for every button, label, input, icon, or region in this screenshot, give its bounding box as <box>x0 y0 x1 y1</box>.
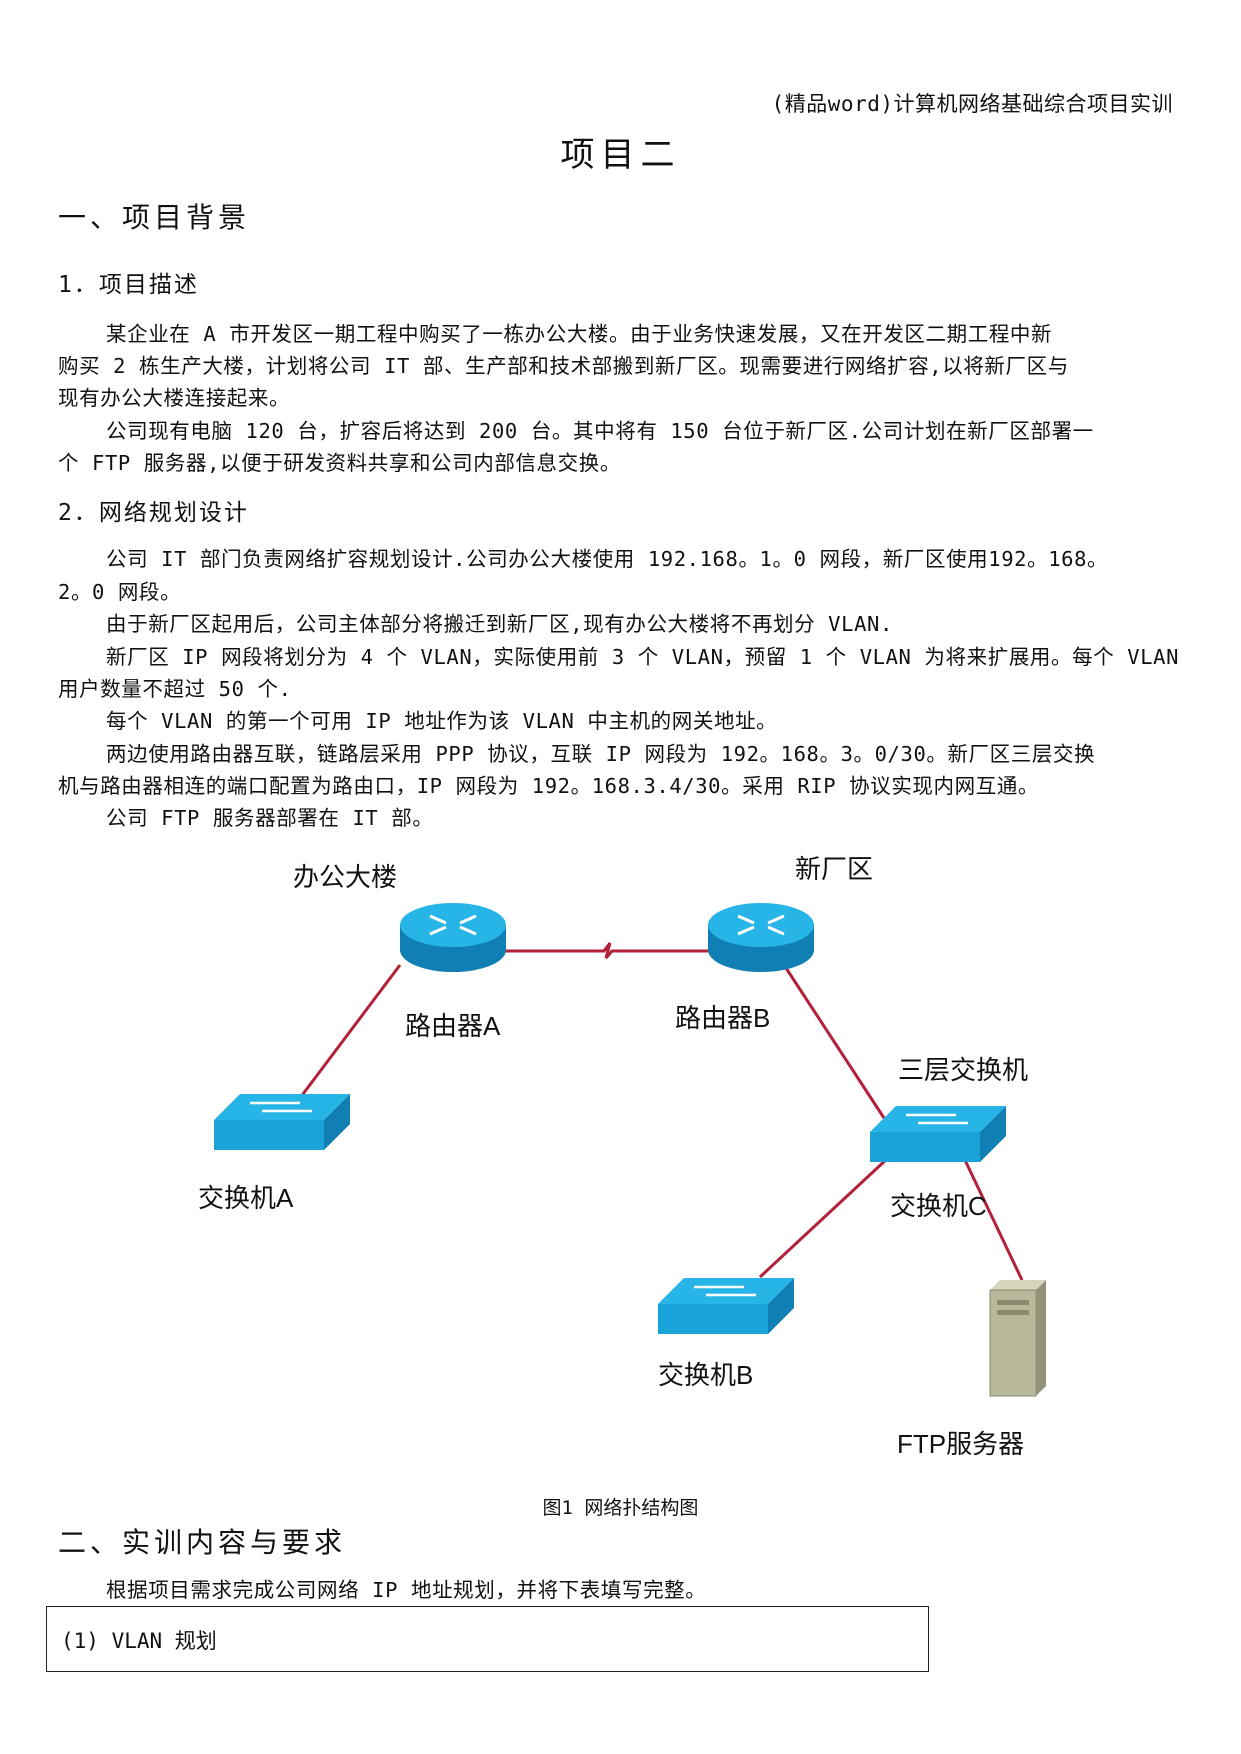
paragraph-line: 每个 VLAN 的第一个可用 IP 地址作为该 VLAN 中主机的网关地址。 <box>106 709 778 733</box>
label-switch-b: 交换机B <box>658 1360 754 1390</box>
paragraph-line: 新厂区 IP 网段将划分为 4 个 VLAN，实际使用前 3 个 VLAN，预留… <box>106 645 1180 669</box>
paragraph-line: 2。0 网段。 <box>58 580 182 604</box>
paragraph-line: 由于新厂区起用后，公司主体部分将搬迁到新厂区,现有办公大楼将不再划分 VLAN. <box>106 612 893 636</box>
section1-heading: 一、项目背景 <box>58 201 251 234</box>
serial-link-routers <box>503 942 710 959</box>
label-new-area: 新厂区 <box>795 854 874 884</box>
paragraph-line: 根据项目需求完成公司网络 IP 地址规划，并将下表填写完整。 <box>106 1578 707 1602</box>
subsection-1-heading: 1．项目描述 <box>58 272 199 298</box>
paragraph-line: 机与路由器相连的端口配置为路由口，IP 网段为 192。168.3.4/30。采… <box>58 774 1040 798</box>
l3-switch-icon <box>870 1106 1006 1162</box>
label-office-building: 办公大楼 <box>293 862 398 892</box>
vlan-plan-label: (1) VLAN 规划 <box>61 1629 217 1653</box>
router-b-icon <box>708 903 814 972</box>
label-switch-a: 交换机A <box>198 1183 294 1213</box>
page-title: 项目二 <box>560 135 681 175</box>
switch-a-icon <box>214 1094 350 1150</box>
link-routerA-switchA <box>298 964 402 1099</box>
label-switch-c: 交换机C <box>890 1191 987 1221</box>
paragraph-line: 公司现有电脑 120 台，扩容后将达到 200 台。其中将有 150 台位于新厂… <box>106 419 1094 443</box>
link-l3switch-ftp <box>962 1157 1024 1281</box>
ftp-server-icon <box>989 1280 1046 1397</box>
paragraph-line: 用户数量不超过 50 个. <box>58 677 292 701</box>
paragraph-line: 两边使用路由器互联，链路层采用 PPP 协议，互联 IP 网段为 192。168… <box>106 742 1096 766</box>
router-a-icon <box>400 903 506 972</box>
label-l3-switch: 三层交换机 <box>898 1055 1029 1085</box>
section2-heading: 二、实训内容与要求 <box>58 1526 347 1559</box>
page-header: (精品word)计算机网络基础综合项目实训 <box>771 92 1173 116</box>
figure-caption: 图1 网络扑结构图 <box>542 1497 699 1519</box>
label-router-b: 路由器B <box>675 1003 771 1033</box>
link-routerB-l3switch <box>784 967 886 1119</box>
switch-b-icon <box>658 1278 794 1334</box>
link-l3switch-switchB <box>758 1156 890 1279</box>
paragraph-line: 购买 2 栋生产大楼，计划将公司 IT 部、生产部和技术部搬到新厂区。现需要进行… <box>58 354 1069 378</box>
label-ftp-server: FTP服务器 <box>897 1429 1025 1459</box>
paragraph-line: 公司 IT 部门负责网络扩容规划设计.公司办公大楼使用 192.168。1。0 … <box>106 547 1109 571</box>
label-router-a: 路由器A <box>405 1011 501 1041</box>
paragraph-line: 某企业在 A 市开发区一期工程中购买了一栋办公大楼。由于业务快速发展，又在开发区… <box>106 322 1053 346</box>
paragraph-line: 现有办公大楼连接起来。 <box>58 386 291 410</box>
subsection-2-heading: 2．网络规划设计 <box>58 500 249 526</box>
links <box>298 942 1024 1281</box>
vlan-plan-box: (1) VLAN 规划 <box>46 1606 929 1672</box>
paragraph-line: 公司 FTP 服务器部署在 IT 部。 <box>106 806 434 830</box>
paragraph-line: 个 FTP 服务器,以便于研发资料共享和公司内部信息交换。 <box>58 451 621 475</box>
